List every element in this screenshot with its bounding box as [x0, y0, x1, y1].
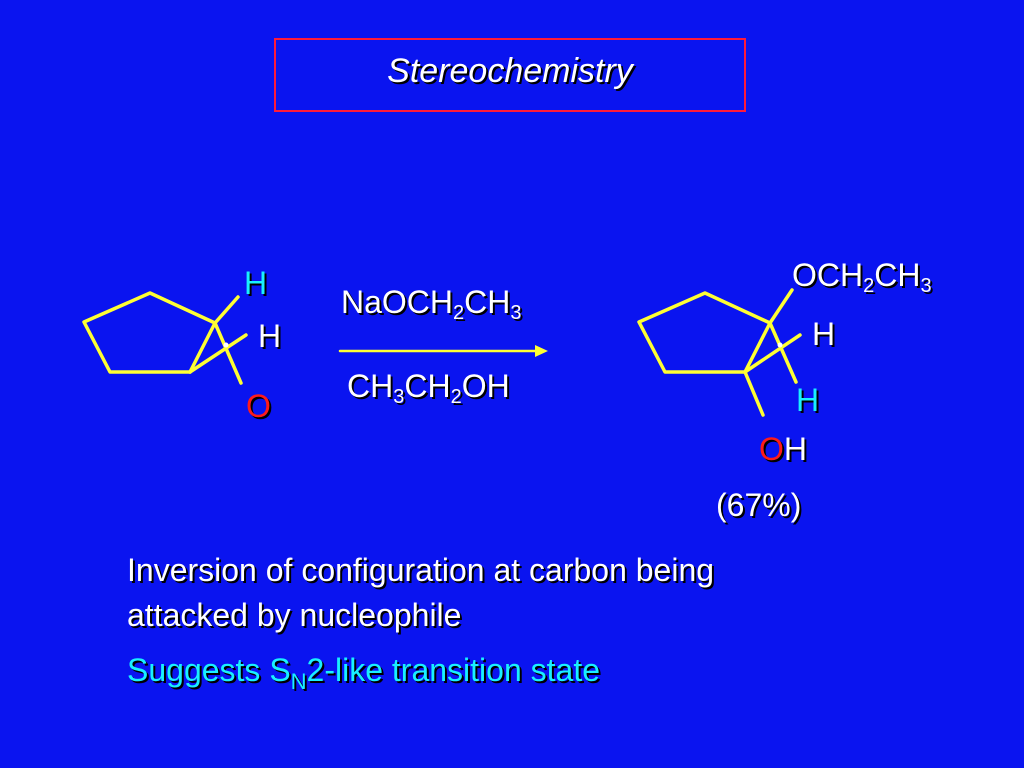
reactant-h-mid-label: H: [258, 318, 282, 354]
product-ring-bonds: [637, 291, 772, 374]
product-yield-label: (67%): [716, 487, 802, 523]
reagent-top-label: NaOCH2CH3: [341, 284, 522, 324]
reactant-stereo-dot: [223, 342, 229, 348]
reactant-oxygen-label: O: [246, 388, 271, 424]
product-hydroxyl-label: OH: [759, 431, 807, 467]
slide-title: Stereochemistry: [387, 52, 633, 90]
product-c2-h-bond: [743, 333, 802, 374]
reactant-h-top-label: H: [244, 265, 268, 301]
reactant-ring-fusion-bond: [188, 321, 217, 374]
product-c1-och-bond: [768, 288, 794, 325]
product-c2-oh-bond: [743, 370, 765, 417]
product-h-lower-label: H: [796, 382, 820, 418]
product-c1-h-bond: [768, 321, 798, 384]
product-stereo-dot: [777, 342, 783, 348]
reactant-c1-h-bond: [213, 295, 240, 325]
product-ring-fusion-bond: [743, 321, 772, 374]
transition-state-note: Suggests SN2-like transition state: [127, 652, 601, 694]
reaction-arrow-head: [535, 345, 548, 357]
reagent-bottom-label: CH3CH2OH: [347, 368, 510, 408]
caption-line-2: attacked by nucleophile: [127, 597, 462, 633]
product-ethoxy-label: OCH2CH3: [792, 257, 932, 297]
reactant-ring-bonds: [82, 291, 217, 374]
product-h-right-label: H: [812, 316, 836, 352]
reactant-c1-o-bond: [213, 321, 243, 385]
reactant-c2-h-bond: [188, 333, 248, 374]
caption-line-1: Inversion of configuration at carbon bei…: [127, 552, 715, 588]
title-box: Stereochemistry: [274, 38, 746, 112]
